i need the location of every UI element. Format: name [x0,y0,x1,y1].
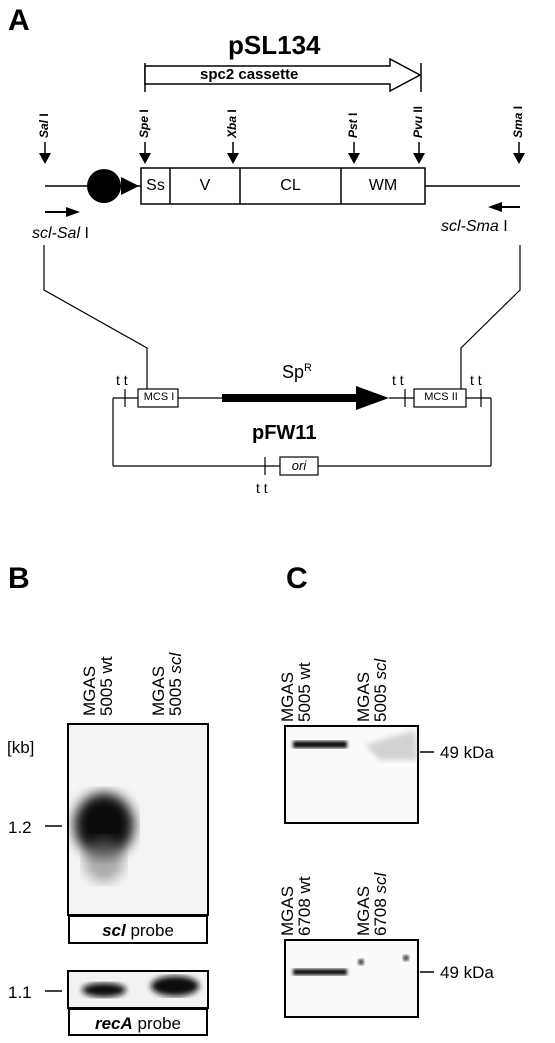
site-psti: Pst I [346,112,360,138]
primer-label-left: scl-Sal I [32,225,89,242]
terminator-label-3: t t [470,372,482,388]
mcs1-label: MCS I [143,391,175,403]
segment-v: V [199,177,211,194]
site-smai: Sma I [511,105,525,138]
cassette-box [140,167,426,205]
mcs2-label: MCS II [424,391,458,403]
probe-box-reca: recA probe [68,1008,208,1036]
terminator-label-1: t t [116,372,128,388]
unit-label-kb: [kb] [7,738,35,757]
site-arrows [39,142,525,164]
segment-ss: Ss [146,177,165,194]
connector-right [460,245,521,393]
band-reca-scl [151,976,199,996]
promoter-circle [87,169,121,203]
probe-label-scl: scl probe [102,921,174,940]
cassette-arrow [144,57,422,93]
spr-arrow [222,386,389,410]
connector-left [43,245,148,393]
terminator-label-4: t t [256,480,268,496]
terminator-label-2: t t [392,372,404,388]
site-xbai: Xba I [225,109,239,138]
band-reca-wt [82,983,126,997]
plasmid-title-psl134: pSL134 [228,30,321,60]
marker-label-1-1: 1.1 [8,983,32,1002]
mw-label-top: 49 kDa [440,743,494,762]
primer-label-right: scl-Sma I [441,218,508,235]
panel-label-c: C [286,562,308,595]
pfw11-map [112,386,492,476]
marker-label-1-2: 1.2 [8,818,32,837]
band-5005-wt [293,741,347,748]
probe-label-reca: recA probe [94,1014,182,1033]
western-blot-6708 [284,939,419,1018]
probe-box-scl: scl probe [68,915,208,944]
panel-label-a: A [8,4,30,37]
cassette-label: spc2 cassette [200,66,299,83]
promoter-arrow-icon [121,177,139,195]
site-spei: Spe I [137,109,151,138]
panel-label-b: B [8,562,30,595]
band-6708-wt [293,969,347,975]
segment-cl: CL [280,177,301,194]
mw-label-bottom: 49 kDa [440,963,494,982]
ori-label: ori [291,458,307,473]
site-sali: Sal I [37,113,51,138]
band-scl-wt [74,793,134,857]
plasmid-title-pfw11: pFW11 [252,422,317,444]
segment-wm: WM [368,177,398,194]
site-pvuii: Pvu II [411,105,425,138]
spr-label: SpR [282,362,312,382]
